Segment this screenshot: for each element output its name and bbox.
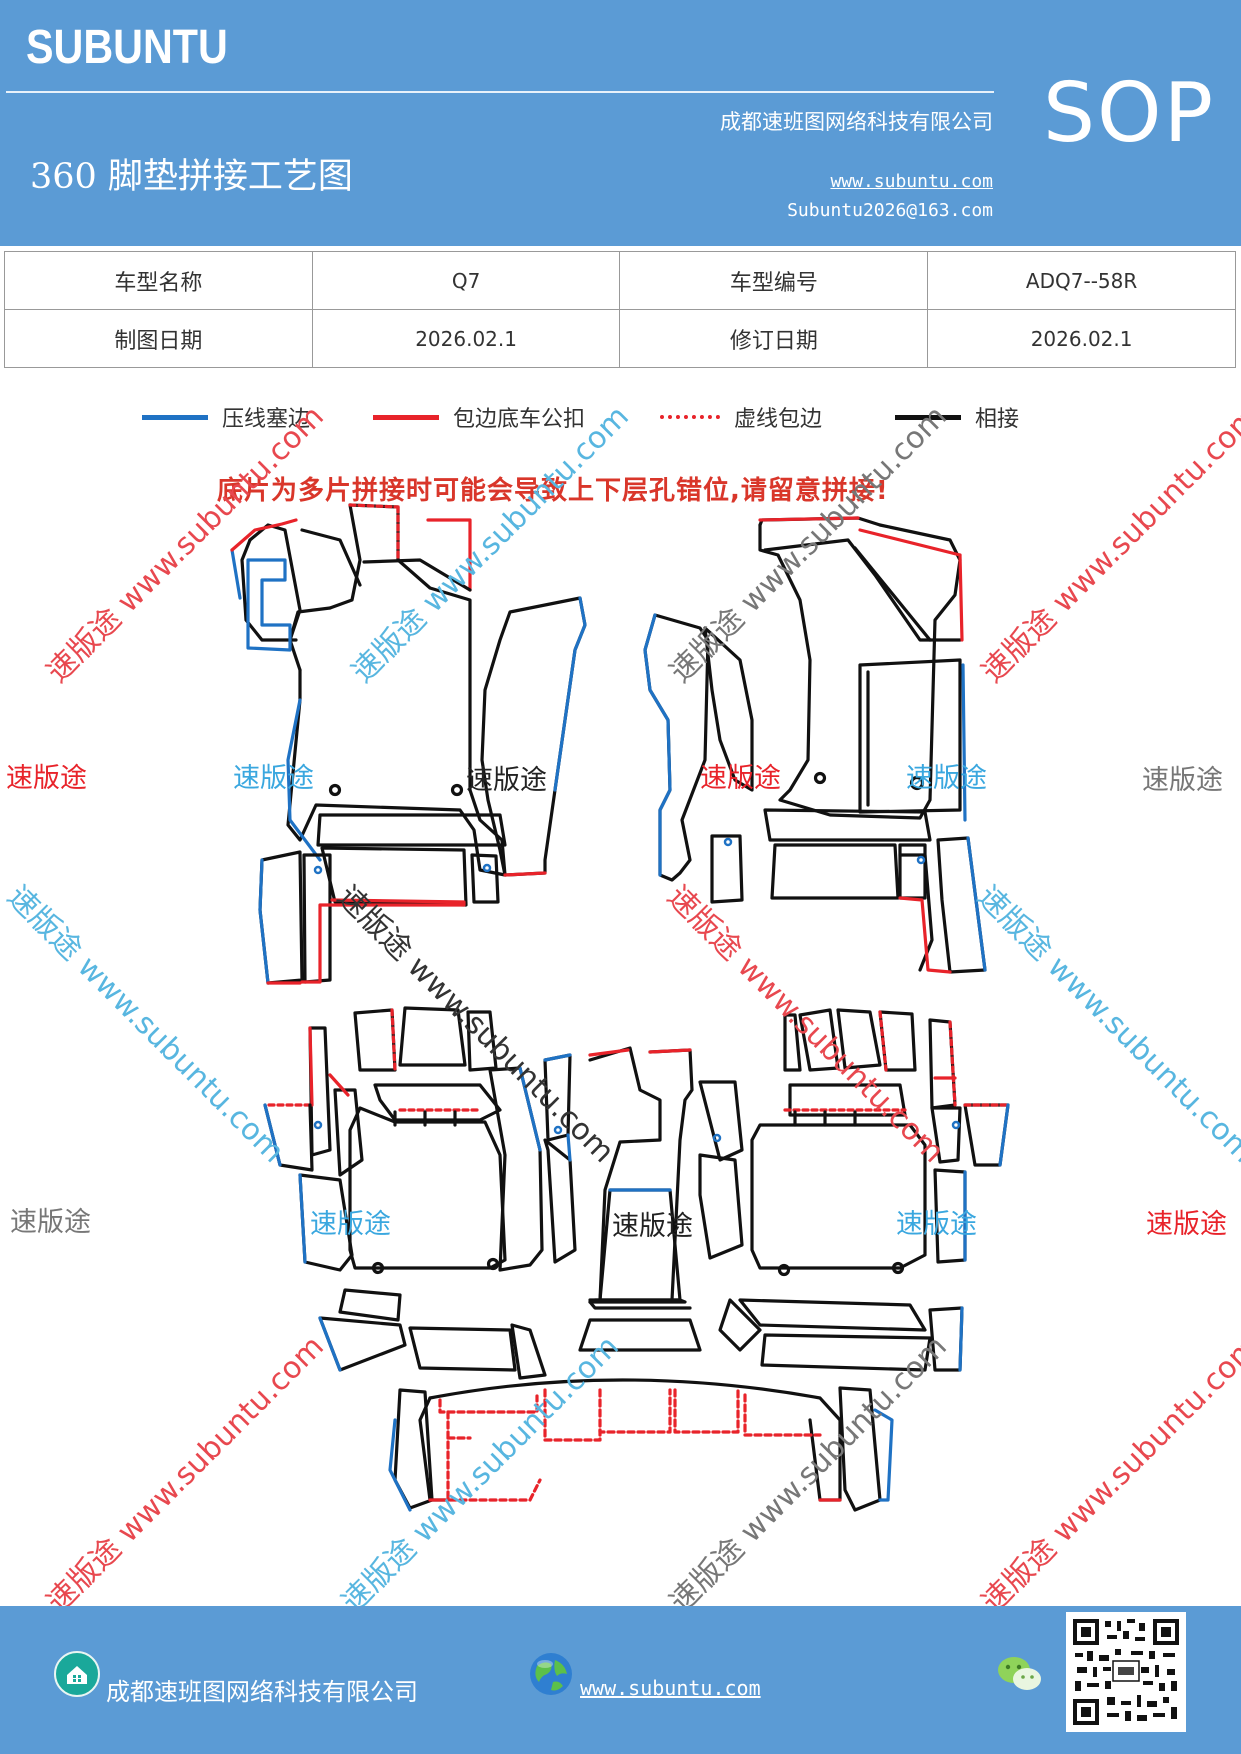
draw-date-value: 2026.02.1 bbox=[311, 309, 621, 368]
footer-company-name: 成都速班图网络科技有限公司 bbox=[106, 1678, 418, 1706]
watermark-word: 速版途 bbox=[700, 763, 781, 794]
watermark-word: 速版途 bbox=[896, 1209, 977, 1240]
model-name-label: 车型名称 bbox=[4, 251, 313, 310]
watermark-word: 速版途 bbox=[233, 763, 314, 794]
watermark-word: 速版途 bbox=[10, 1207, 91, 1238]
rear-center-tunnel bbox=[578, 1046, 702, 1352]
watermark-diagonal: 速版途 www.subuntu.com bbox=[40, 1329, 331, 1620]
warning-text: 底片为多片拼接时可能会导致上下层孔错位,请留意拼接! bbox=[217, 476, 889, 506]
header-email[interactable]: Subuntu2026@163.com bbox=[787, 200, 993, 221]
watermark-diagonal: 速版途 www.subuntu.com bbox=[975, 399, 1241, 690]
draw-date-label: 制图日期 bbox=[4, 309, 313, 368]
watermark-diagonal: 速版途 www.subuntu.com bbox=[0, 879, 291, 1170]
footer-website-link[interactable]: www.subuntu.com bbox=[580, 1676, 761, 1700]
sop-badge: SOP bbox=[1043, 66, 1216, 161]
watermark-diagonal: 速版途 www.subuntu.com bbox=[345, 399, 636, 690]
legend-swatch-red-dashed bbox=[660, 415, 720, 419]
header-banner bbox=[0, 0, 1241, 246]
home-icon bbox=[54, 1651, 100, 1697]
watermark-diagonal: 速版途 www.subuntu.com bbox=[663, 1329, 954, 1620]
table-row: 车型名称 Q7 车型编号 ADQ7--58R bbox=[4, 251, 1236, 310]
watermark-diagonal: 速版途 www.subuntu.com bbox=[975, 1329, 1241, 1620]
qr-code-icon[interactable] bbox=[1066, 1612, 1186, 1732]
table-row: 制图日期 2026.02.1 修订日期 2026.02.1 bbox=[4, 309, 1236, 368]
model-code-value: ADQ7--58R bbox=[927, 251, 1236, 310]
legend-swatch-blue bbox=[142, 414, 208, 420]
watermark-word: 速版途 bbox=[1142, 765, 1223, 796]
watermark-word: 速版途 bbox=[310, 1209, 391, 1240]
watermark-word: 速版途 bbox=[466, 765, 547, 796]
brand-logo: SUBUNTU bbox=[26, 21, 228, 74]
wechat-icon[interactable] bbox=[996, 1653, 1044, 1695]
legend-label: 压线塞边 bbox=[222, 407, 311, 432]
legend-label: 相接 bbox=[975, 407, 1020, 432]
front-left-mat bbox=[230, 503, 587, 985]
legend-swatch-red bbox=[373, 414, 439, 420]
header-website-link[interactable]: www.subuntu.com bbox=[830, 171, 993, 192]
legend-item-dashed-wrap: 虚线包边 bbox=[660, 402, 822, 432]
front-right-mat bbox=[643, 516, 987, 974]
rear-right-mat bbox=[698, 1008, 1010, 1372]
legend-label: 虚线包边 bbox=[734, 407, 823, 432]
legend-item-wrap-edge: 包边底车公扣 bbox=[373, 402, 585, 432]
model-info-table: 车型名称 Q7 车型编号 ADQ7--58R 制图日期 2026.02.1 修订… bbox=[4, 251, 1236, 368]
legend-swatch-black bbox=[895, 414, 961, 420]
watermark-word: 速版途 bbox=[1146, 1209, 1227, 1240]
watermark-diagonal: 速版途 www.subuntu.com bbox=[970, 879, 1241, 1170]
rear-left-mat bbox=[263, 1006, 577, 1380]
page-title: 360 脚垫拼接工艺图 bbox=[30, 157, 353, 197]
header-company-name: 成都速班图网络科技有限公司 bbox=[720, 110, 993, 134]
legend-label: 包边底车公扣 bbox=[453, 407, 586, 432]
watermark-diagonal: 速版途 www.subuntu.com bbox=[335, 1329, 626, 1620]
header-divider bbox=[6, 91, 994, 93]
revise-date-label: 修订日期 bbox=[619, 309, 929, 368]
watermark-diagonal: 速版途 www.subuntu.com bbox=[663, 399, 954, 690]
globe-icon bbox=[527, 1650, 575, 1698]
watermark-diagonal: 速版途 www.subuntu.com bbox=[40, 399, 331, 690]
watermark-word: 速版途 bbox=[906, 763, 987, 794]
revise-date-value: 2026.02.1 bbox=[927, 309, 1236, 368]
watermark-diagonal: 速版途 www.subuntu.com bbox=[330, 879, 621, 1170]
legend-item-join: 相接 bbox=[895, 402, 1019, 432]
model-name-value: Q7 bbox=[311, 251, 621, 310]
watermark-word: 速版途 bbox=[6, 763, 87, 794]
model-code-label: 车型编号 bbox=[619, 251, 929, 310]
watermark-diagonal: 速版途 www.subuntu.com bbox=[660, 879, 951, 1170]
legend-item-press-line: 压线塞边 bbox=[142, 402, 310, 432]
watermark-word: 速版途 bbox=[612, 1211, 693, 1242]
trunk-mat bbox=[388, 1378, 894, 1512]
